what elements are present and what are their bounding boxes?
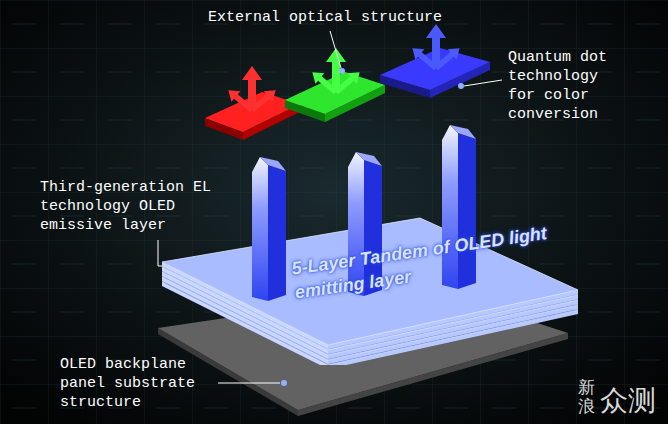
watermark: 众测 xyxy=(600,384,656,418)
callout-label: OLED backplane panel substrate structure xyxy=(60,355,212,412)
callout-label: External optical structure xyxy=(208,8,468,27)
color-tiles xyxy=(205,24,490,140)
watermark: 新浪 xyxy=(578,378,595,415)
callout-label: Quantum dot technology for color convers… xyxy=(508,48,628,124)
tandem-layer-stack: 5-Layer Tandem of OLED light emitting la… xyxy=(155,205,585,365)
callout-label: Third-generation EL technology OLED emis… xyxy=(40,178,216,235)
